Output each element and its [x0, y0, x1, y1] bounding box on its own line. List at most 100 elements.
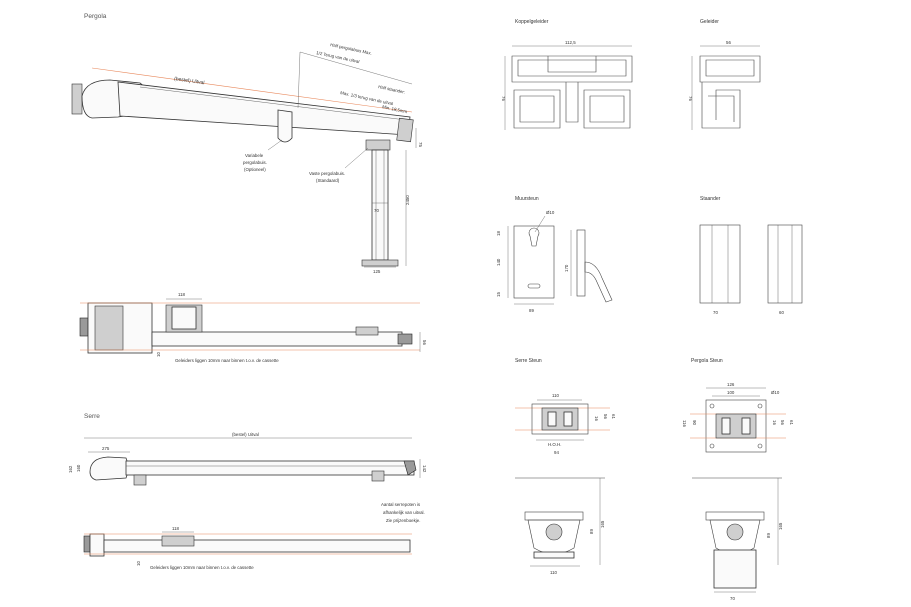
ps-dim-16: 16 [772, 420, 777, 425]
ms-dia-leader [534, 215, 546, 233]
serre-top-bracket [161, 535, 195, 547]
staander-side [767, 224, 803, 304]
section-title-geleider: Geleider [700, 19, 719, 25]
section-title-muursteun: Muursteun [515, 196, 539, 202]
kg-top-inner [517, 59, 627, 77]
serre-aantal-2: afhankelijk van uitval. [383, 510, 425, 515]
arm-inner-line [139, 86, 407, 121]
pergola-post [371, 149, 389, 261]
top-dim-10: 10 [156, 352, 161, 357]
ps-hole-3 [709, 443, 715, 449]
serre-foot-1 [133, 474, 147, 486]
ms-keyhole [528, 227, 540, 247]
serre-aantal-1: Aantal serrepoten is [381, 502, 421, 507]
ms-dim-170: 170 [564, 264, 569, 272]
ms-dim-89: 89 [529, 308, 534, 313]
ss-clamp [541, 407, 579, 431]
serre-cassette [89, 456, 129, 481]
front-profile [396, 117, 414, 143]
serre-front-cap [403, 460, 417, 476]
ms-slot [527, 283, 541, 289]
half-buis-ext-line [297, 51, 301, 109]
top-dim-118: 118 [178, 292, 186, 297]
serre-top-dim-10: 10 [136, 561, 141, 566]
kg-top-notch [547, 56, 597, 73]
gl-top-inner [705, 59, 755, 77]
serre-section: Serre (bestel) Uitval 275 162 160 142 Aa… [68, 413, 427, 523]
kg-left-channel [513, 89, 561, 129]
dim-125: 125 [373, 269, 381, 274]
ss-clamp-left [547, 411, 557, 427]
section-title-koppelgeleider: Koppelgeleider [515, 19, 549, 25]
ss-dim-16: 16 [594, 416, 599, 421]
ss-dim-94: 94 [554, 450, 559, 455]
koppelgeleider-section: Koppelgeleider 112,5 76 [501, 19, 633, 130]
pergola-arm [117, 81, 411, 136]
top-front-cap [397, 333, 413, 345]
ms-front-plate [513, 225, 555, 299]
top-motor [94, 305, 124, 351]
uitval-label: (bestel) Uitval [174, 76, 205, 86]
pergola-top-view: 118 56 10 Geleiders liggen 10mm naar bin… [79, 292, 427, 363]
ps-dim-61: 61 [789, 420, 794, 425]
ps-clamp-left [721, 417, 731, 435]
ss-dim-89: 89 [589, 529, 594, 534]
pergola-steun-section: Pergola Steun 126 100 Ø10 116 90 16 56 6… [682, 358, 794, 601]
staander-dim-60: 60 [779, 310, 784, 315]
kg-dim-height: 76 [501, 96, 506, 101]
pergola-section: Pergola (bestel) Uitval Half pergolabuis… [71, 13, 423, 274]
half-buis-label-2: 1/2 Terug van de uitval [316, 50, 360, 64]
gl-channel-inner [708, 95, 735, 122]
serre-steun-section: Serre Steun 110 56 61 16 H.O.H. 94 89 16… [515, 358, 616, 575]
serre-foot-2 [371, 470, 385, 482]
ps-dim-dia: Ø10 [771, 390, 780, 395]
ss-hoh: H.O.H. [548, 442, 561, 447]
kg-right-channel [583, 89, 631, 129]
variabele-label-3: (Optioneel) [244, 167, 266, 172]
pergola-note: Geleiders liggen 10mm naar binnen t.o.v.… [175, 358, 279, 363]
ps-dim-165: 165 [778, 522, 783, 530]
ms-side-hook [584, 261, 613, 303]
top-tube [171, 306, 197, 330]
variabele-label-1: Variabele [245, 153, 264, 158]
ps-dim-90: 90 [692, 420, 697, 425]
ps-dim-89: 89 [766, 533, 771, 538]
variabele-label-2: pergolabuis. [243, 160, 267, 165]
serre-top-view: 118 10 Geleiders liggen 10mm naar binnen… [83, 526, 412, 570]
gl-channel [701, 82, 741, 129]
ss-clamp-right [563, 411, 573, 427]
gl-dim-width: 56 [726, 40, 731, 45]
dim-2450: 2450 [405, 195, 410, 205]
half-buis-dim-line [299, 51, 413, 85]
vaste-label-1: Vaste pergolabuis. [309, 171, 345, 176]
ms-dim-18: 18 [496, 231, 501, 236]
geleider-section: Geleider 56 76 [688, 19, 761, 130]
serre-uitval-label: (bestel) Uitval [232, 432, 259, 437]
post-bracket [365, 139, 391, 151]
ss-dim-56: 56 [603, 414, 608, 419]
ms-dim-140: 140 [496, 258, 501, 266]
ss-dim-165: 165 [600, 520, 605, 528]
ss-dim-61: 61 [611, 414, 616, 419]
kg-right-inner [589, 95, 625, 123]
kg-top-flange [511, 55, 633, 83]
variable-tube [277, 109, 293, 143]
section-title-serre: Serre [84, 413, 100, 420]
serre-dim-160: 160 [76, 464, 81, 472]
staander-dim-70: 70 [713, 310, 718, 315]
serre-top-dim-118: 118 [172, 526, 180, 531]
ss-dim-110-bottom: 110 [550, 570, 558, 575]
ms-dim-dia: Ø10 [546, 210, 555, 215]
serre-dim-275: 275 [102, 446, 110, 451]
serre-top-cassette [89, 533, 105, 557]
ss-dim-110: 110 [552, 393, 560, 398]
dim-75: 75 [418, 142, 423, 147]
serre-top-endcap [83, 535, 91, 553]
ps-front-tube [726, 523, 744, 541]
ss-plate [531, 403, 589, 435]
staander-section: Staander 70 60 [699, 196, 803, 315]
kg-left-inner [519, 95, 555, 123]
top-post-plate [355, 326, 379, 336]
ps-dim-126: 126 [727, 382, 735, 387]
